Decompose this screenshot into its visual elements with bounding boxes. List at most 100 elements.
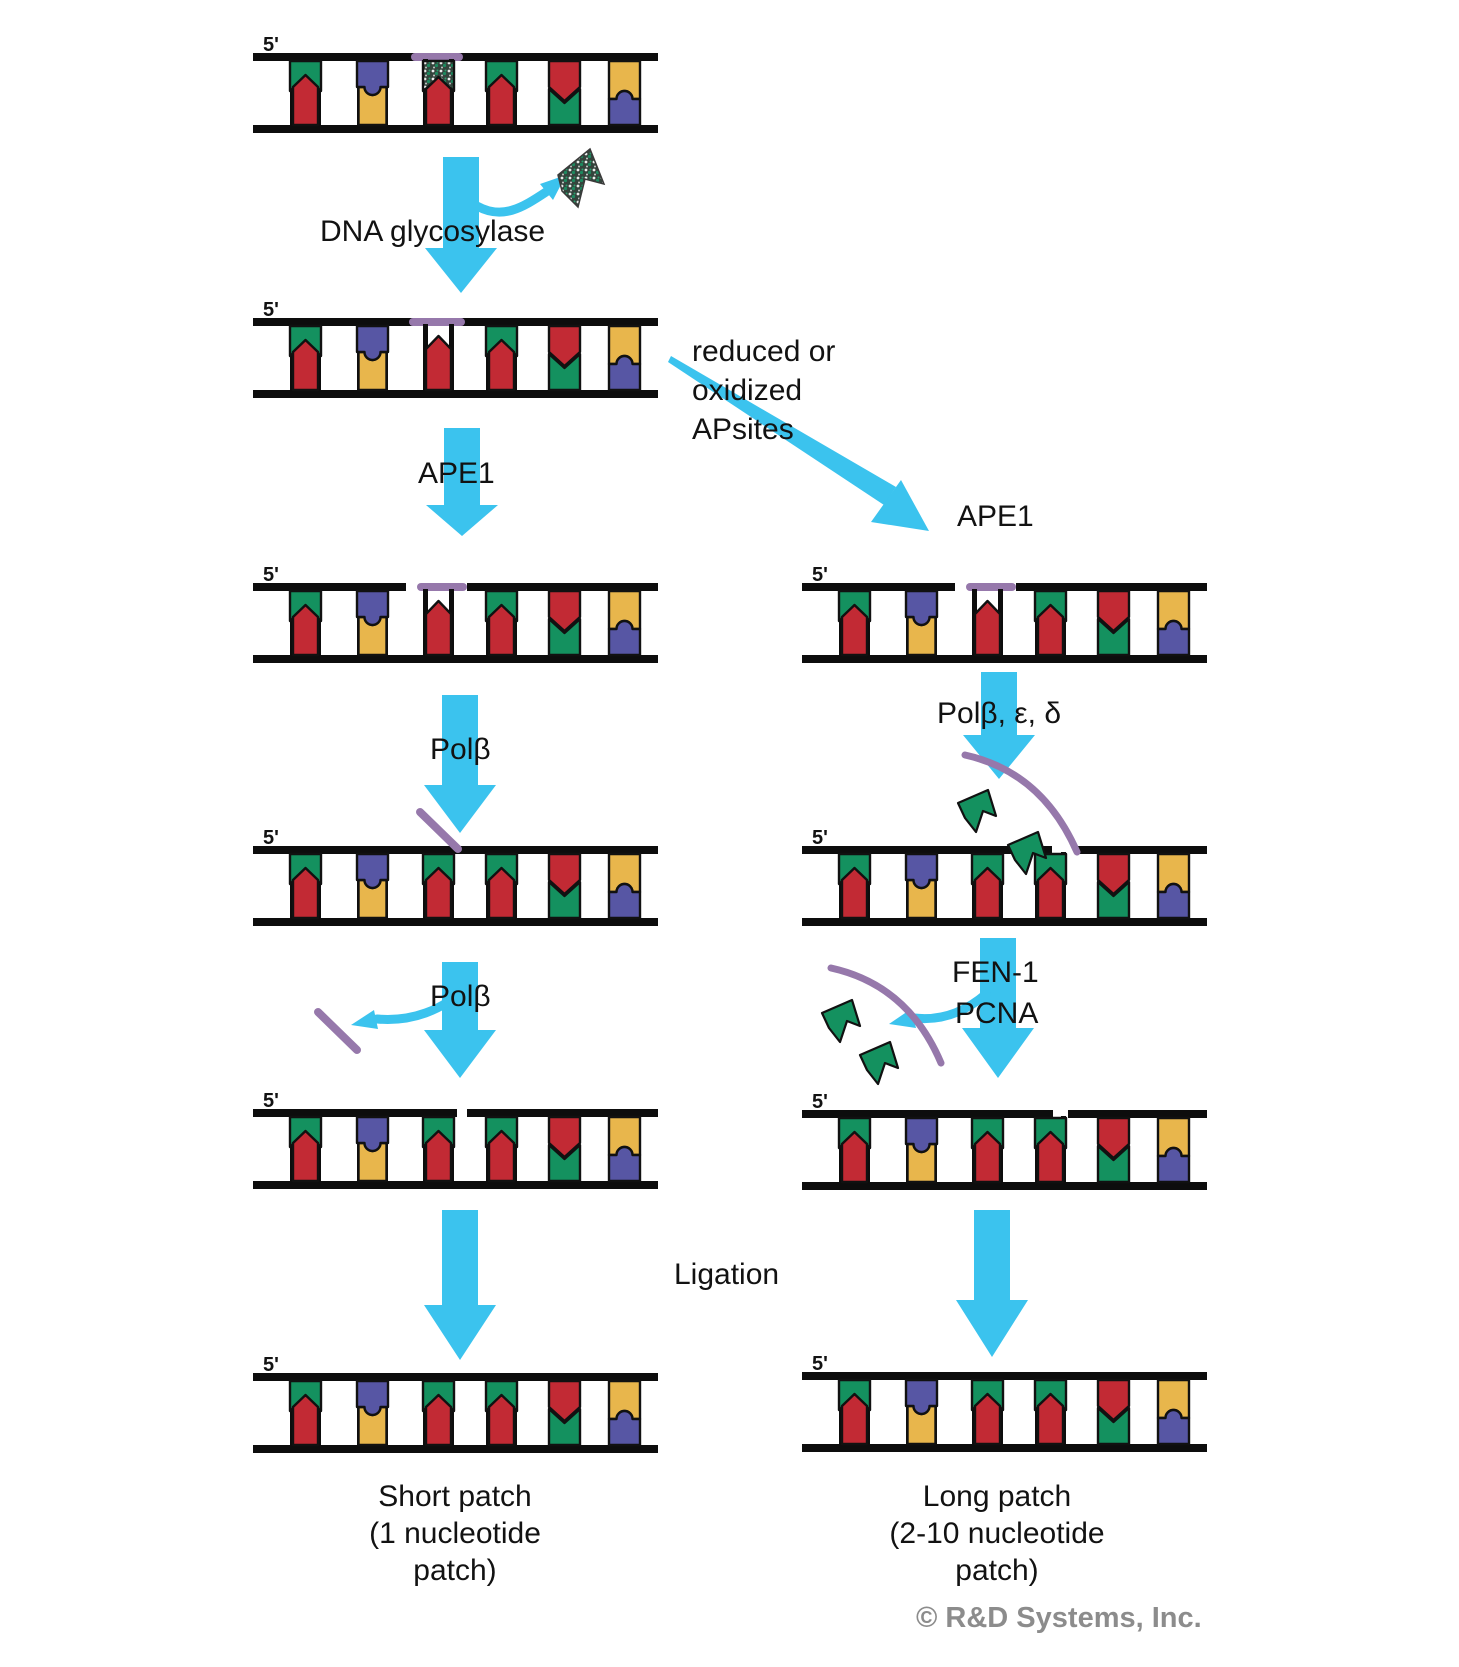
base-pair-ronly xyxy=(424,334,453,392)
pol-beta-label-2: Polβ xyxy=(430,980,491,1013)
base-pair-yb xyxy=(607,324,642,392)
copyright-label: © R&D Systems, Inc. xyxy=(916,1602,1202,1634)
base-pair-gr xyxy=(288,1379,323,1447)
dna-glycosylase-label: DNA glycosylase xyxy=(320,215,546,248)
ligation-label: Ligation xyxy=(674,1258,780,1291)
base-pair-gr xyxy=(484,589,519,657)
ladders-layer xyxy=(253,53,1207,1453)
base-pair-dm xyxy=(421,59,456,127)
base-pair-rg xyxy=(1096,852,1131,920)
base-pair-gr xyxy=(288,1115,323,1183)
pcna-label: PCNA xyxy=(955,997,1039,1030)
five-prime-label: 5' xyxy=(263,34,279,56)
base-pair-gr xyxy=(1033,1116,1068,1184)
flap-removed-duplex-right xyxy=(802,1110,1207,1190)
base-pair-rg xyxy=(547,1115,582,1183)
repaired-duplex-right xyxy=(802,1372,1207,1452)
base-pair-yb xyxy=(607,1115,642,1183)
drp-flap xyxy=(416,808,462,853)
ape1-right-label: APE1 xyxy=(957,500,1034,533)
base-release-arrow xyxy=(472,175,566,217)
long-patch-line1: Long patch xyxy=(922,1480,1072,1513)
base-pair-gr xyxy=(970,1116,1005,1184)
base-pair-gr xyxy=(1033,589,1068,657)
base-pair-yb xyxy=(607,852,642,920)
base-pair-by xyxy=(355,852,390,920)
short-patch-line3: patch) xyxy=(413,1554,497,1587)
long-patch-line3: patch) xyxy=(955,1554,1039,1587)
base-pair-gr xyxy=(970,852,1005,920)
ligation-arrow-left xyxy=(424,1210,496,1360)
five-prime-label: 5' xyxy=(263,1354,279,1376)
ape1-left-label: APE1 xyxy=(418,457,495,490)
flap-nucleotide-icon xyxy=(858,1040,900,1086)
base-pair-yb xyxy=(607,59,642,127)
base-pair-by xyxy=(355,1379,390,1447)
base-pair-yb xyxy=(607,589,642,657)
base-pair-ronly xyxy=(973,599,1002,657)
base-pair-by xyxy=(904,1378,939,1446)
base-pair-yb xyxy=(1156,1116,1191,1184)
polbed-arrow-right xyxy=(963,672,1035,779)
released-drp xyxy=(314,1008,361,1054)
base-pair-gr xyxy=(1033,1378,1068,1446)
long-patch-line2: (2-10 nucleotide xyxy=(889,1517,1105,1550)
base-pair-rg xyxy=(547,59,582,127)
polb-excision-arrow-left xyxy=(424,962,496,1078)
flap-nucleotide-icon xyxy=(820,998,862,1044)
five-prime-label: 5' xyxy=(263,564,279,586)
base-pair-gr xyxy=(484,1115,519,1183)
arrows-layer xyxy=(424,157,1035,1360)
base-pair-by xyxy=(355,589,390,657)
flap-nucleotide-icon xyxy=(1006,830,1048,876)
base-pair-gr xyxy=(421,1379,456,1447)
base-pair-by xyxy=(355,324,390,392)
incised-duplex-right xyxy=(802,583,1207,663)
excised-damaged-base xyxy=(557,147,606,209)
five-prime-label: 5' xyxy=(812,827,828,849)
base-pair-gr xyxy=(484,1379,519,1447)
nicked-duplex-left xyxy=(253,1109,658,1189)
base-pair-gr xyxy=(421,1115,456,1183)
base-pair-rg xyxy=(547,324,582,392)
base-pair-gr xyxy=(837,852,872,920)
base-pair-gr xyxy=(837,589,872,657)
base-pair-gr xyxy=(484,852,519,920)
five-prime-label: 5' xyxy=(812,1091,828,1113)
gap-filled-duplex-left xyxy=(253,846,658,926)
strand-displacement-duplex-right xyxy=(802,846,1207,926)
five-prime-label: 5' xyxy=(812,564,828,586)
ape1-arrow-left xyxy=(426,428,498,536)
base-pair-yb xyxy=(607,1379,642,1447)
base-pair-by xyxy=(904,589,939,657)
base-pair-by xyxy=(355,59,390,127)
base-pair-gr xyxy=(288,852,323,920)
base-pair-gr xyxy=(837,1116,872,1184)
base-pair-yb xyxy=(1156,852,1191,920)
short-patch-caption: Short patch (1 nucleotide patch) xyxy=(290,1478,620,1589)
glycosylase-arrow xyxy=(425,157,497,293)
base-pair-rg xyxy=(1096,589,1131,657)
base-pair-ronly xyxy=(424,599,453,657)
fen1-label: FEN-1 xyxy=(952,956,1039,989)
ap-sites-note-line3: APsites xyxy=(692,413,794,446)
base-pair-rg xyxy=(547,589,582,657)
long-patch-caption: Long patch (2-10 nucleotide patch) xyxy=(832,1478,1162,1589)
base-pair-rg xyxy=(547,852,582,920)
base-pair-gr xyxy=(421,852,456,920)
flap-nucleotide-icon xyxy=(956,788,998,834)
incised-duplex-left xyxy=(253,583,658,663)
pol-beta-label-1: Polβ xyxy=(430,733,491,766)
base-pair-yb xyxy=(1156,589,1191,657)
base-pair-gr xyxy=(484,324,519,392)
displaced-flap xyxy=(956,751,1081,876)
base-pair-rg xyxy=(547,1379,582,1447)
base-pair-yb xyxy=(1156,1378,1191,1446)
base-pair-gr xyxy=(288,59,323,127)
repaired-duplex-left xyxy=(253,1373,658,1453)
ap-sites-note-line1: reduced or xyxy=(692,335,836,368)
five-prime-label: 5' xyxy=(263,827,279,849)
five-prime-label: 5' xyxy=(812,1353,828,1375)
